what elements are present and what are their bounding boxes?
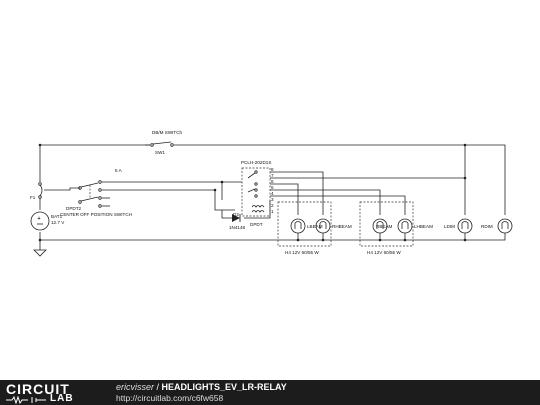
circuit-title: HEADLIGHTS_EV_LR-RELAY: [161, 382, 287, 392]
credits: ericvisser / HEADLIGHTS_EV_LR-RELAY http…: [116, 382, 287, 404]
h4-right-label: H4 12V 60/55 W: [367, 250, 401, 255]
dbeam-switch-label: DB/M SWITCh: [152, 130, 183, 135]
lamp-lhbeam: LHBEAM: [414, 224, 433, 229]
battery-ref: BAT1: [51, 214, 63, 219]
dpdt2-desc: CENTER OFF POSITION SWITCH: [60, 212, 132, 217]
fuse-ref: F1: [30, 195, 36, 200]
junctions: [38, 143, 467, 242]
svg-text:+: +: [38, 216, 41, 222]
fuse-rating: 5 A: [115, 168, 123, 173]
schematic-diagram: DB/M SWITCh SW1 F1 5 A + BAT1 12.7 V DPD…: [30, 130, 513, 257]
pin-7: 7: [271, 173, 274, 178]
diode-part: 1N4148: [229, 225, 246, 230]
diode-d2: D2 1N4148 DPDT: [229, 212, 263, 230]
sw1-switch: DB/M SWITCh SW1: [150, 130, 183, 155]
relay-label: PCLH-202D1S: [241, 160, 271, 165]
dpdt-label: DPDT: [250, 222, 263, 227]
sw1-label: SW1: [155, 150, 165, 155]
lamp-rhbeam: RHBEAM: [332, 224, 352, 229]
battery-voltage: 12.7 V: [51, 220, 65, 225]
pin-3: 3: [271, 197, 274, 202]
pin-8: 8: [271, 167, 274, 172]
pin-4: 4: [271, 191, 274, 196]
lamp-rdim: RDIM: [481, 224, 493, 229]
h4-bulb-left: LBEAM RHBEAM H4 12V 60/55 W: [277, 201, 352, 255]
lamp-lbeam: LBEAM: [307, 224, 323, 229]
circuit-url[interactable]: http://circuitlab.com/c6fw658: [116, 393, 224, 403]
logo-top-text: CIRCUIT: [6, 381, 70, 397]
lamp-ldim: LDIM: [444, 224, 455, 229]
logo-circuit-mark-icon: [6, 396, 46, 404]
battery-bat1: + BAT1 12.7 V: [30, 211, 65, 231]
ground-symbol: [33, 249, 47, 257]
circuitlab-logo[interactable]: CIRCUIT LAB: [6, 382, 106, 404]
logo-bottom-text: LAB: [50, 393, 74, 404]
author-link[interactable]: ericvisser: [116, 382, 155, 392]
pin-6: 6: [271, 179, 274, 184]
diode-ref: D2: [233, 212, 239, 217]
dpdt2-switch: DPDT2 CENTER OFF POSITION SWITCH: [60, 180, 132, 217]
pin-5: 5: [271, 185, 274, 190]
h4-left-label: H4 12V 60/55 W: [285, 250, 319, 255]
dim-lamps: LDIM RDIM: [444, 218, 513, 234]
h4-bulb-right: RBEAM LHBEAM H4 12V 60/55 W: [359, 201, 433, 255]
footer-bar: CIRCUIT LAB ericvisser / HEADLIGHTS_EV_L…: [0, 380, 540, 405]
pin-2: 2: [271, 203, 274, 208]
relay-pclh: PCLH-202D1S 8 7 6 5 4 3 2 1: [241, 160, 274, 217]
fuse-f1: F1 5 A: [30, 168, 123, 200]
pin-1: 1: [271, 209, 274, 214]
title-separator: /: [154, 382, 162, 392]
dpdt2-label: DPDT2: [66, 206, 82, 211]
lamp-rbeam: RBEAM: [376, 224, 393, 229]
